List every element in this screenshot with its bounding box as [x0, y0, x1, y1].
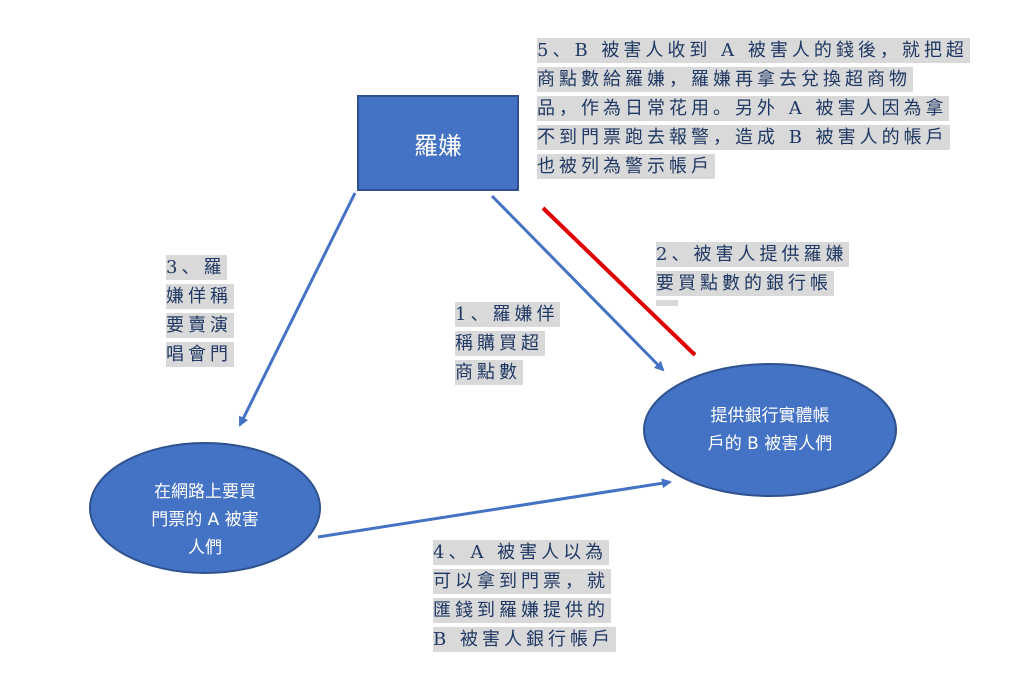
step4-line: 4、A 被害人以為 — [433, 540, 610, 565]
victims-a-label: 在網路上要買 門票的 A 被害 人們 — [110, 478, 300, 562]
step4-line: 可以拿到門票，就 — [433, 569, 611, 594]
step3-line: 嫌佯稱 — [166, 284, 234, 309]
step3-line: 要賣演 — [166, 313, 234, 338]
victims-b-line: 提供銀行實體帳 — [710, 406, 830, 426]
arrow-scammer-to-a — [238, 192, 357, 427]
scammer-label: 羅嫌 — [414, 132, 462, 160]
step1-label: 1、羅嫌佯 稱購買超 商點數 — [455, 302, 561, 389]
victims-a-line: 人們 — [188, 538, 222, 558]
victims-b-line: 戶的 B 被害人們 — [707, 434, 833, 454]
victims-a-line: 門票的 A 被害 — [151, 510, 259, 530]
step5-label: 5、B 被害人收到 A 被害人的錢後，就把超 商點數給羅嫌，羅嫌再拿去兌換超商物… — [537, 38, 970, 183]
victims-b-node — [643, 363, 897, 497]
step5-line: 不到門票跑去報警，造成 B 被害人的帳戶 — [537, 125, 950, 150]
step4-line: 匯錢到羅嫌提供的 — [433, 598, 611, 623]
step2-label: 2、被害人提供羅嫌 要買點數的銀行帳 — [656, 242, 850, 310]
step2-line: 2、被害人提供羅嫌 — [656, 242, 850, 267]
scammer-node — [357, 95, 519, 191]
step1-line: 商點數 — [455, 360, 523, 385]
step5-line: 也被列為警示帳戶 — [537, 154, 715, 179]
victims-b-label: 提供銀行實體帳 戶的 B 被害人們 — [660, 402, 880, 458]
step3-line: 唱會門 — [166, 342, 234, 367]
red-line-b-to-scammer — [541, 206, 697, 357]
step2-line: 要買點數的銀行帳 — [656, 271, 834, 296]
step4-line: B 被害人銀行帳戶 — [433, 627, 616, 652]
arrow-scammer-to-b — [490, 194, 665, 372]
victims-a-line: 在網路上要買 — [154, 482, 256, 502]
step2-cutoff-line — [656, 300, 678, 306]
step4-label: 4、A 被害人以為 可以拿到門票，就 匯錢到羅嫌提供的 B 被害人銀行帳戶 — [433, 540, 616, 656]
step5-line: 品，作為日常花用。另外 A 被害人因為拿 — [537, 96, 950, 121]
step5-line: 商點數給羅嫌，羅嫌再拿去兌換超商物 — [537, 67, 913, 92]
arrow-a-to-b — [317, 478, 672, 539]
step1-line: 1、羅嫌佯 — [455, 302, 561, 327]
step3-line: 3、羅 — [166, 255, 228, 280]
step3-label: 3、羅 嫌佯稱 要賣演 唱會門 — [166, 255, 234, 371]
step5-line: 5、B 被害人收到 A 被害人的錢後，就把超 — [537, 38, 970, 63]
victims-a-node — [89, 442, 321, 574]
step1-line: 稱購買超 — [455, 331, 545, 356]
